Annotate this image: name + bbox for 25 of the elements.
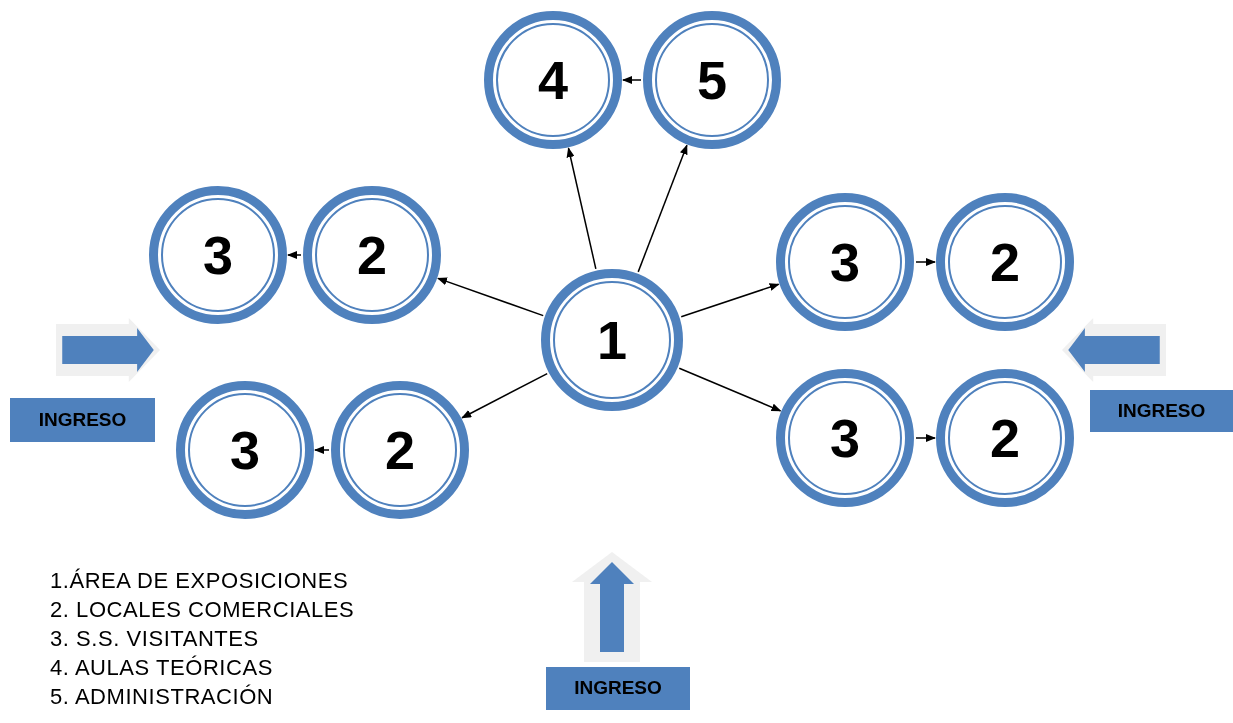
node-number: 2	[356, 228, 387, 282]
entrance-label: INGRESO	[1090, 390, 1233, 432]
node-number: 3	[829, 235, 860, 289]
node-number: 2	[989, 411, 1020, 465]
entrance-label: INGRESO	[10, 398, 155, 442]
node-number: 3	[202, 228, 233, 282]
legend-text: 4. AULAS TEÓRICAS	[50, 654, 274, 682]
legend-text: 3. S.S. VISITANTES	[50, 625, 260, 653]
entrance-label: INGRESO	[546, 667, 690, 710]
node-number: 3	[229, 423, 260, 477]
node-number: 5	[696, 53, 727, 107]
arrow	[314, 446, 330, 454]
arrow	[915, 258, 936, 266]
node-number: 1	[596, 313, 627, 367]
arrow	[566, 147, 597, 270]
arrow	[287, 251, 302, 259]
node-number: 3	[829, 411, 860, 465]
legend-text: 2. LOCALES COMERCIALES	[50, 596, 355, 624]
arrow	[622, 76, 642, 84]
node-number: 4	[537, 53, 568, 107]
legend-text: 5. ADMINISTRACIÓN	[50, 683, 275, 711]
node-number: 2	[989, 235, 1020, 289]
node-number: 2	[384, 423, 415, 477]
legend-text: 1.ÁREA DE EXPOSICIONES	[50, 567, 350, 595]
arrow	[915, 434, 936, 442]
